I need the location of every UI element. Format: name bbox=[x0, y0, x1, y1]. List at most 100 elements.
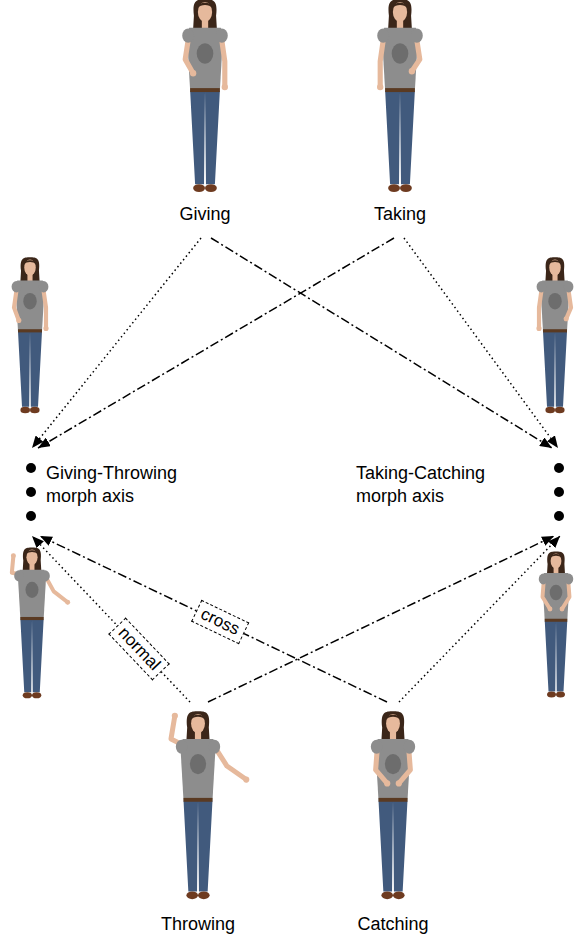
hand bbox=[222, 84, 228, 90]
hair-fringe bbox=[392, 3, 407, 8]
head bbox=[24, 260, 36, 276]
dash-dot-arrow bbox=[38, 238, 394, 448]
hair-fringe bbox=[550, 554, 561, 558]
morph-axis-node: Giving-Throwing morph axis bbox=[18, 448, 44, 536]
shoe bbox=[545, 407, 555, 413]
shirt-print bbox=[392, 43, 409, 64]
sleeve bbox=[216, 29, 228, 43]
edge-label: normal bbox=[109, 617, 171, 680]
morph-axis-node: Taking-Catching morph axis bbox=[546, 448, 572, 536]
person-figure bbox=[11, 547, 70, 698]
hand bbox=[409, 68, 415, 74]
shoe bbox=[556, 692, 565, 698]
hand bbox=[396, 780, 402, 786]
sleeve bbox=[41, 570, 50, 581]
dotted-arrow bbox=[32, 536, 190, 702]
hair-fringe bbox=[26, 550, 38, 554]
dotted-arrow bbox=[404, 238, 558, 448]
person-figure bbox=[171, 711, 249, 899]
hand bbox=[548, 607, 553, 612]
jeans bbox=[545, 621, 568, 692]
person-figure bbox=[12, 257, 49, 413]
shoe bbox=[186, 891, 198, 899]
axis-dots bbox=[18, 448, 44, 536]
dash-dot-arrow bbox=[211, 238, 552, 448]
sleeve bbox=[176, 740, 188, 754]
hand bbox=[43, 326, 48, 331]
shoe bbox=[30, 407, 40, 413]
shirt-print bbox=[385, 754, 401, 774]
hand bbox=[65, 600, 70, 605]
axis-dot bbox=[26, 487, 36, 497]
hair-fringe bbox=[24, 260, 36, 264]
shirt-print bbox=[550, 585, 563, 601]
hand bbox=[377, 84, 383, 90]
jeans bbox=[190, 91, 220, 184]
action-label: Catching bbox=[357, 913, 428, 936]
shoe bbox=[388, 184, 400, 192]
dash-dot-arrow bbox=[208, 536, 554, 702]
belt bbox=[379, 798, 408, 802]
shoe bbox=[20, 407, 30, 413]
action-node: Catching bbox=[343, 702, 443, 942]
shoe bbox=[393, 891, 405, 899]
person-figure bbox=[539, 551, 574, 697]
belt bbox=[545, 619, 568, 622]
hand bbox=[564, 316, 569, 321]
hand bbox=[384, 780, 390, 786]
shoe bbox=[547, 692, 556, 698]
sleeve bbox=[209, 740, 221, 754]
shirt-print bbox=[197, 43, 214, 64]
sleeve bbox=[377, 29, 389, 43]
belt bbox=[184, 798, 213, 802]
person-figure bbox=[182, 0, 228, 192]
hair-fringe bbox=[386, 715, 401, 720]
hand bbox=[172, 713, 178, 719]
hand bbox=[190, 70, 196, 76]
hand bbox=[243, 776, 249, 782]
dotted-arrow bbox=[399, 536, 560, 702]
action-node: Giving bbox=[155, 0, 255, 238]
shirt-print bbox=[25, 582, 38, 598]
person-figure bbox=[377, 0, 423, 192]
belt bbox=[543, 329, 567, 332]
head bbox=[198, 2, 212, 22]
axis-dot bbox=[554, 463, 564, 473]
hand bbox=[16, 318, 21, 323]
axis-dot bbox=[554, 511, 564, 521]
head bbox=[393, 2, 407, 22]
head bbox=[551, 554, 562, 569]
sleeve bbox=[411, 29, 423, 43]
shirt-print bbox=[23, 293, 36, 310]
axis-label: Taking-Catching morph axis bbox=[356, 462, 516, 509]
sleeve bbox=[371, 740, 383, 754]
shoe bbox=[555, 407, 565, 413]
action-label: Taking bbox=[374, 203, 426, 226]
belt bbox=[20, 617, 43, 620]
shoe bbox=[32, 692, 41, 698]
head bbox=[386, 714, 400, 733]
sleeve bbox=[14, 570, 23, 581]
sleeve bbox=[537, 281, 547, 293]
action-node: Throwing bbox=[148, 702, 248, 942]
jeans bbox=[543, 332, 567, 407]
sleeve bbox=[404, 740, 416, 754]
shirt-print bbox=[190, 754, 206, 774]
shoe bbox=[23, 692, 32, 698]
shirt-print bbox=[548, 293, 561, 310]
hair-fringe bbox=[197, 3, 212, 8]
axis-dot bbox=[26, 511, 36, 521]
shoe bbox=[205, 184, 217, 192]
jeans bbox=[18, 332, 42, 407]
head bbox=[191, 714, 205, 733]
edge-label: cross bbox=[192, 600, 250, 644]
sleeve bbox=[39, 281, 49, 293]
axis-dot bbox=[554, 487, 564, 497]
sleeve bbox=[564, 281, 574, 293]
belt bbox=[18, 329, 42, 332]
action-label: Giving bbox=[179, 203, 230, 226]
person-figure bbox=[536, 257, 573, 413]
belt bbox=[190, 88, 220, 92]
jeans bbox=[385, 91, 415, 184]
hair-fringe bbox=[191, 715, 206, 720]
